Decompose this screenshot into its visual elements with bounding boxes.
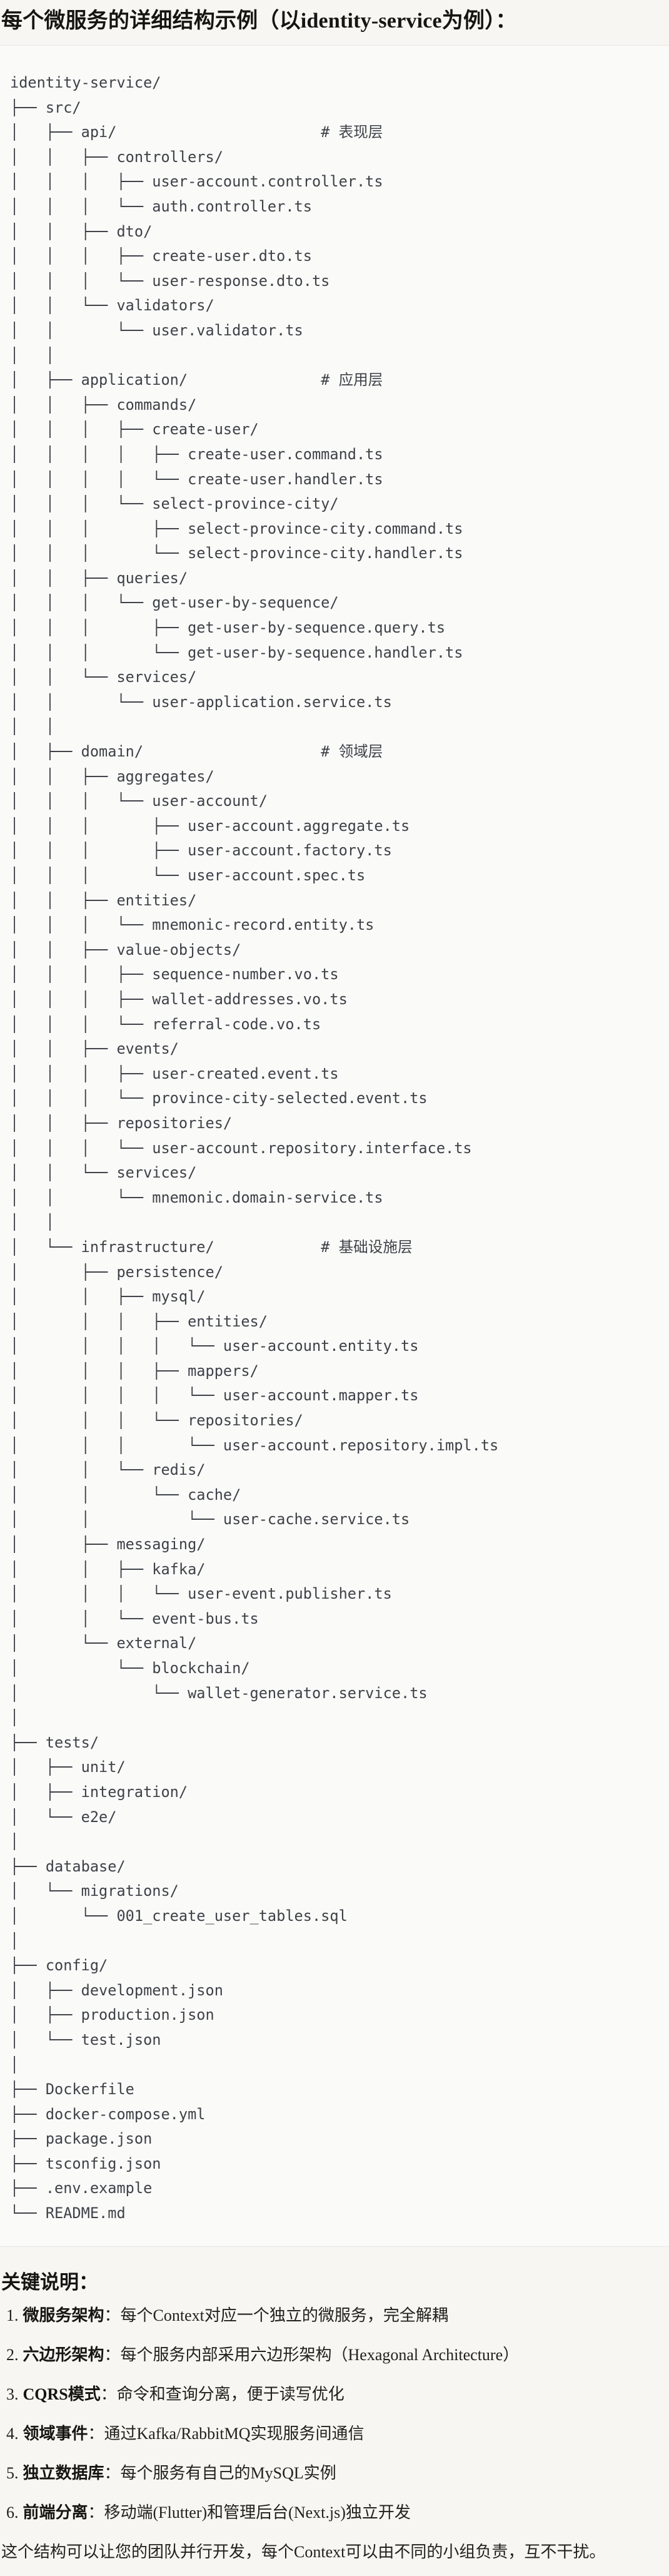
- item-label: 微服务架构: [23, 2306, 104, 2324]
- item-label: 独立数据库: [23, 2463, 104, 2482]
- item-number: 6.: [6, 2503, 19, 2522]
- item-number: 3.: [6, 2385, 19, 2403]
- item-label: 领域事件: [23, 2424, 88, 2443]
- list-item: 2.六边形架构：每个服务内部采用六边形架构（Hexagonal Architec…: [6, 2344, 669, 2366]
- item-text: ：每个服务有自己的MySQL实例: [104, 2463, 336, 2482]
- code-block: identity-service/ ├── src/ │ ├── api/ # …: [0, 45, 669, 2247]
- item-number: 5.: [6, 2463, 19, 2482]
- item-text: ：每个Context对应一个独立的微服务，完全解耦: [104, 2306, 448, 2324]
- item-text: ：通过Kafka/RabbitMQ实现服务间通信: [88, 2424, 365, 2443]
- list-item: 6.前端分离：移动端(Flutter)和管理后台(Next.js)独立开发: [6, 2502, 669, 2524]
- item-label: 六边形架构: [23, 2345, 104, 2364]
- notes-heading: 关键说明：: [1, 2271, 98, 2293]
- list-item: 1.微服务架构：每个Context对应一个独立的微服务，完全解耦: [6, 2304, 669, 2327]
- item-number: 1.: [6, 2306, 19, 2324]
- list-item: 4.领域事件：通过Kafka/RabbitMQ实现服务间通信: [6, 2423, 669, 2445]
- list-item: 3.CQRS模式：命令和查询分离，便于读写优化: [6, 2383, 669, 2406]
- item-text: ：命令和查询分离，便于读写优化: [100, 2385, 345, 2403]
- item-text: ：每个服务内部采用六边形架构（Hexagonal Architecture）: [104, 2345, 520, 2364]
- list-item: 5.独立数据库：每个服务有自己的MySQL实例: [6, 2462, 669, 2485]
- notes-list: 1.微服务架构：每个Context对应一个独立的微服务，完全解耦 2.六边形架构…: [0, 2304, 669, 2524]
- page-title: 每个微服务的详细结构示例（以identity-service为例）：: [1, 9, 517, 33]
- item-number: 2.: [6, 2345, 19, 2364]
- closing-paragraph: 这个结构可以让您的团队并行开发，每个Context可以由不同的小组负责，互不干扰…: [1, 2542, 606, 2561]
- directory-tree: identity-service/ ├── src/ │ ├── api/ # …: [10, 74, 499, 2222]
- item-label: 前端分离: [23, 2503, 88, 2522]
- item-label: CQRS模式: [23, 2385, 101, 2403]
- item-text: ：移动端(Flutter)和管理后台(Next.js)独立开发: [88, 2503, 411, 2522]
- item-number: 4.: [6, 2424, 19, 2443]
